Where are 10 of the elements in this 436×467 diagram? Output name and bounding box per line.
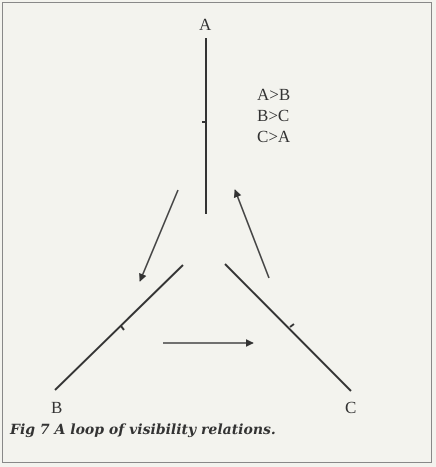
segment-label: B [51,399,62,416]
relation-text: B>C [257,107,290,125]
arrow [139,190,179,282]
segment-label: A [199,16,212,33]
relation-text: C>A [257,128,290,146]
relation-text: A>B [257,86,290,104]
arrow [163,339,254,347]
segment-label: C [345,399,356,416]
figure-caption: Fig 7 A loop of visibility relations. [10,422,276,438]
arrow [234,189,270,278]
